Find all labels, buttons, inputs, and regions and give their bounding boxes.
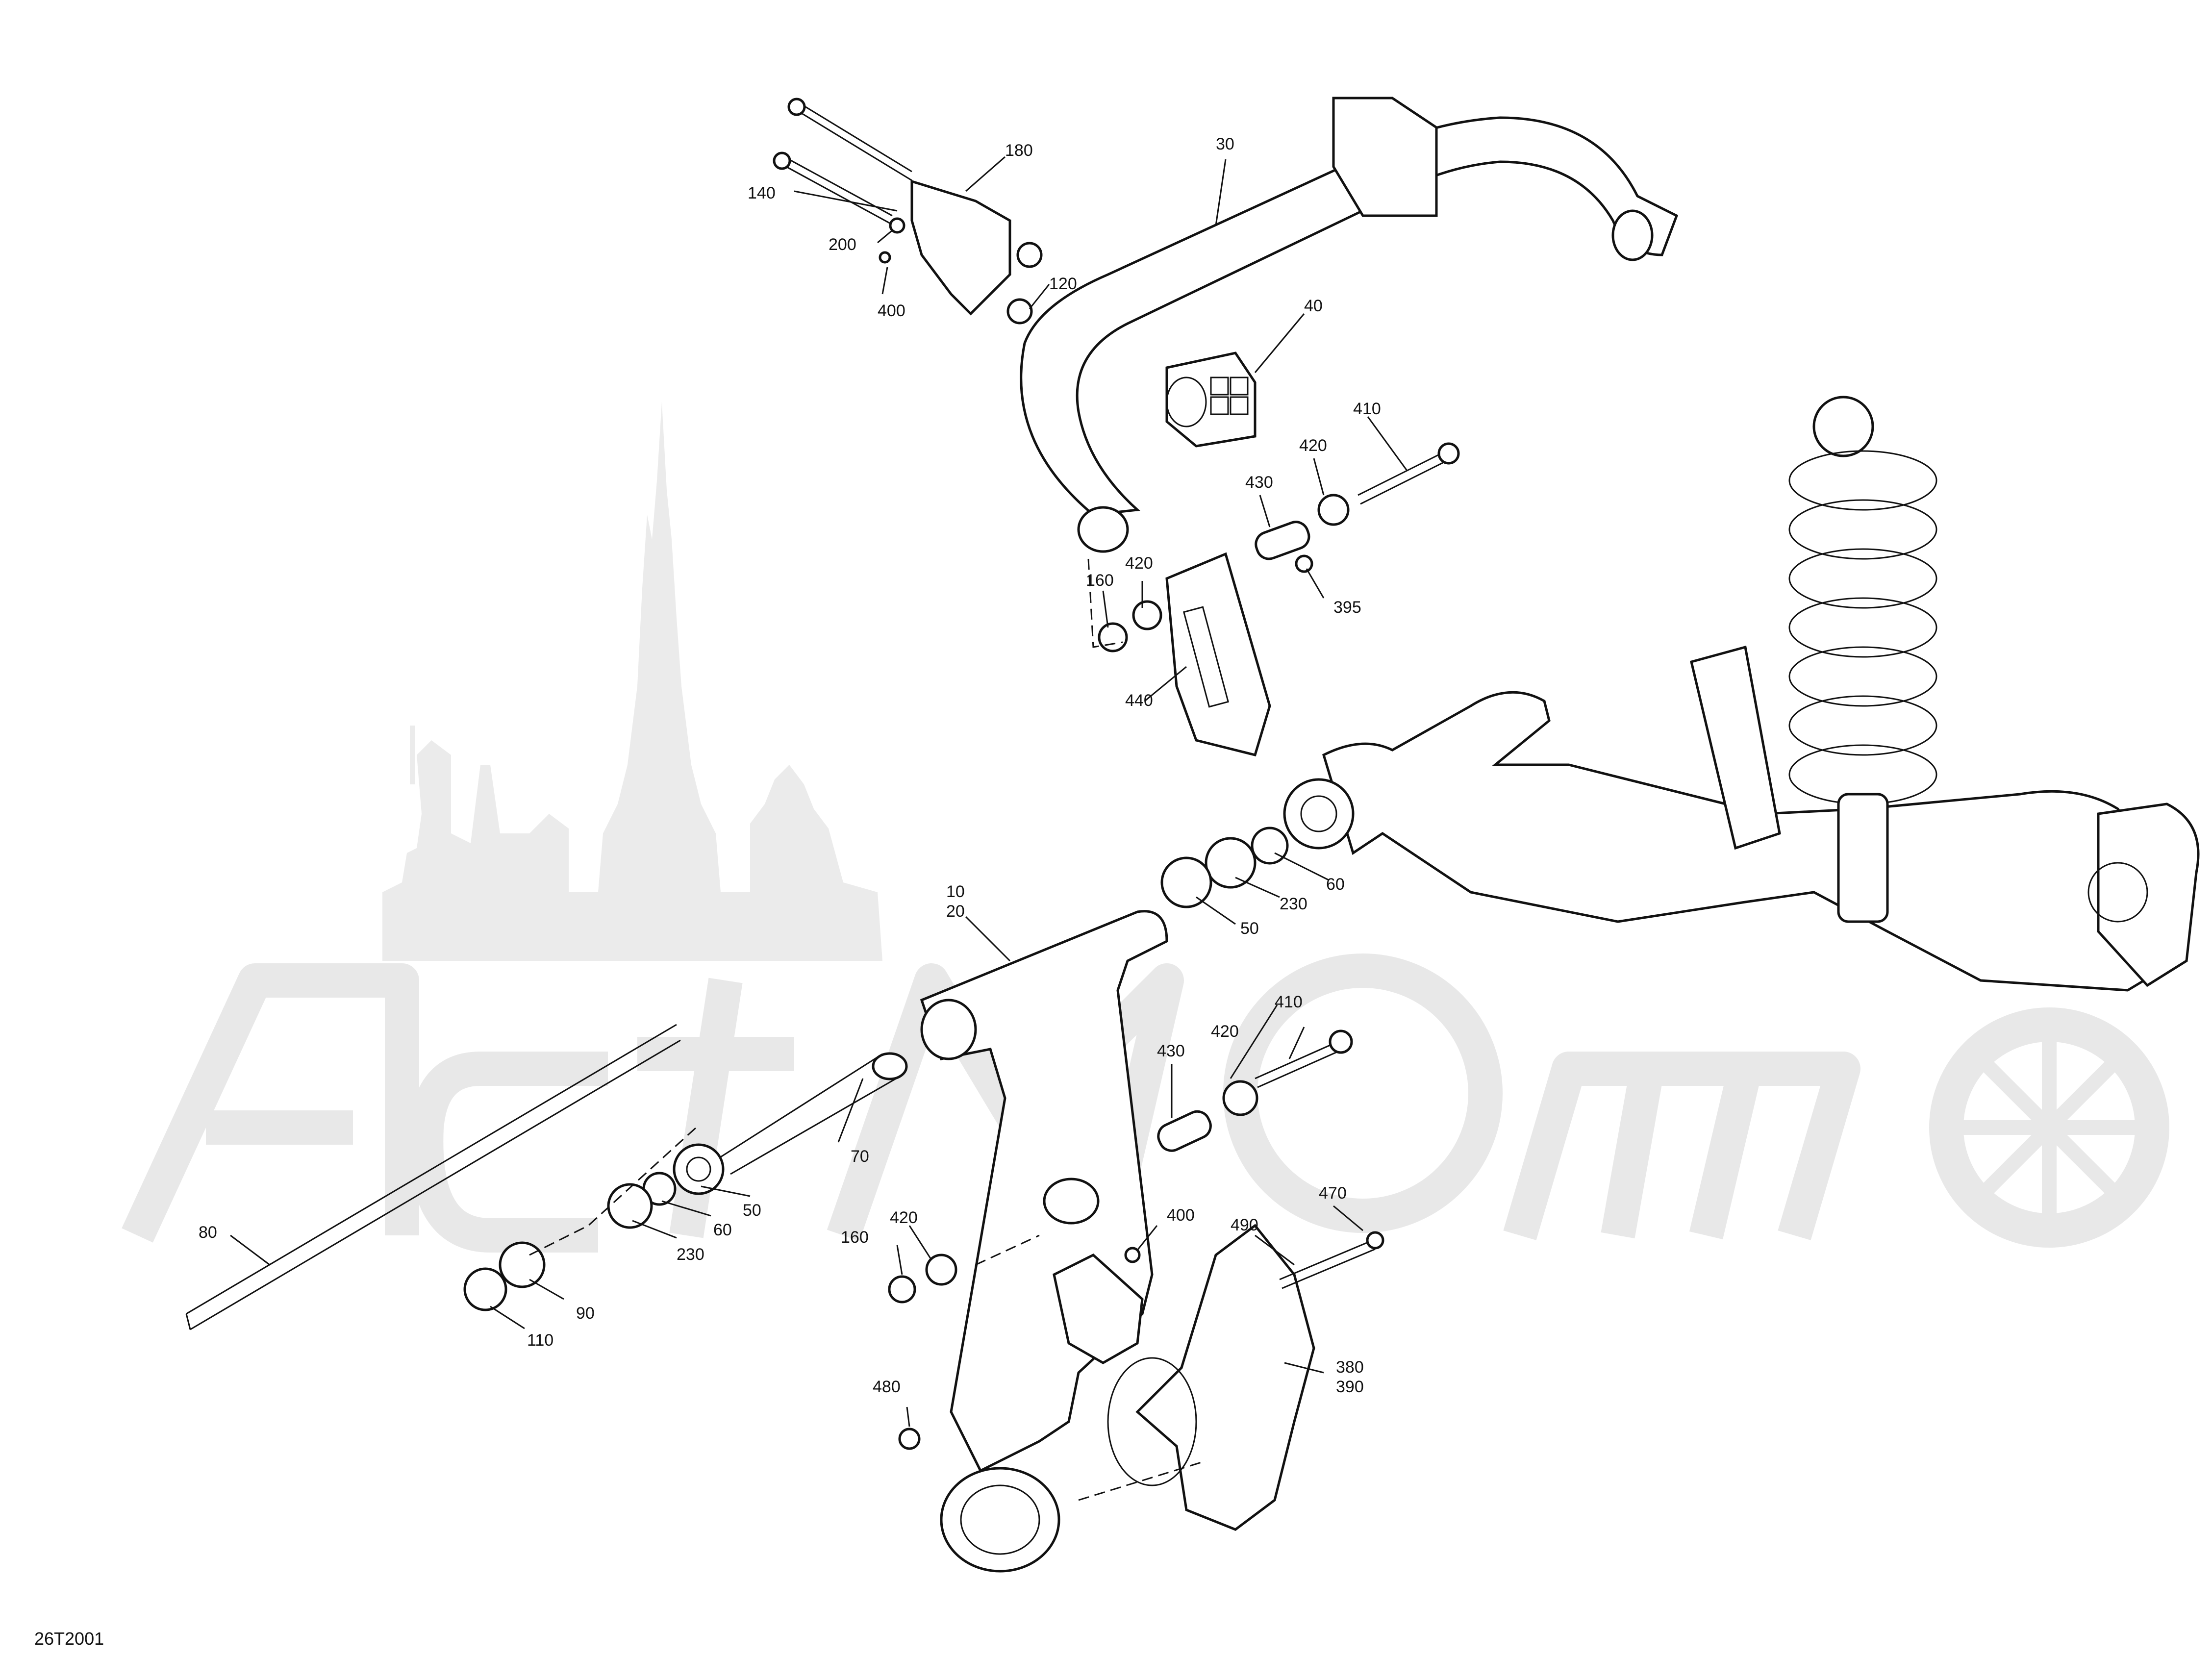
callout-160-top: 160	[1086, 571, 1114, 590]
callout-230-upper: 230	[1280, 895, 1307, 913]
callout-480: 480	[873, 1378, 901, 1396]
lower-arm-pivot-tube	[920, 999, 977, 1060]
washer-420-lower-right	[1222, 1080, 1258, 1116]
nut-120-lower	[1006, 298, 1033, 325]
callout-30: 30	[1216, 135, 1234, 153]
lower-arm-bushing-front	[940, 1467, 1060, 1573]
logo-letter-A	[122, 963, 419, 1243]
bearing-50-lower	[673, 1143, 725, 1195]
spacer-70	[872, 1052, 908, 1080]
callout-230-lower: 230	[677, 1245, 704, 1264]
leader-lines	[230, 156, 1408, 1427]
pivot-shaft-assembly	[185, 1024, 1384, 1501]
callout-70: 70	[851, 1147, 869, 1166]
link-plate-upper	[1690, 645, 1781, 850]
callout-labels: 180 140 200 400 120 30 40 410 420 430 39…	[199, 135, 1381, 1396]
callout-490: 490	[1231, 1216, 1258, 1234]
callout-50-lower: 50	[743, 1201, 761, 1220]
skid-plate	[1107, 1224, 1315, 1531]
callout-430-top: 430	[1245, 473, 1273, 492]
nut-120-upper	[1016, 242, 1043, 268]
nut-480	[898, 1428, 921, 1450]
upper-a-arm-assembly	[1160, 396, 2200, 992]
wheel-watermark-right	[1929, 1007, 2169, 1248]
callout-80: 80	[199, 1223, 217, 1242]
logo-letter-m	[1503, 1052, 1860, 1240]
callout-110: 110	[527, 1331, 553, 1350]
callout-140: 140	[748, 184, 776, 202]
callout-90: 90	[576, 1304, 595, 1323]
callout-160-lower: 160	[841, 1228, 869, 1247]
bushing-40	[1165, 351, 1257, 448]
knuckle	[2097, 803, 2200, 987]
callout-50-upper: 50	[1240, 919, 1259, 938]
sway-bar-tube	[1020, 116, 1679, 516]
washer-420-top-left	[1132, 600, 1162, 630]
logo-letter-c	[409, 1052, 608, 1253]
callout-420-top-right: 420	[1299, 436, 1327, 455]
diagram-code: 26T2001	[34, 1629, 104, 1649]
washer-420-lower-left	[925, 1254, 957, 1286]
sway-bar-end-left	[1077, 506, 1129, 553]
sway-bar-link	[1087, 442, 1460, 757]
callout-400-top: 400	[878, 301, 905, 320]
skid-plate-opening	[1107, 1357, 1197, 1486]
callout-420-top-left: 420	[1125, 554, 1153, 573]
washer-200	[889, 217, 905, 234]
callout-40: 40	[1304, 297, 1323, 315]
lower-arm-sleeve	[1043, 1178, 1100, 1225]
wheel-spokes-watermark	[1951, 1029, 2147, 1226]
flag-pole	[410, 726, 415, 784]
screw-400-lower	[1124, 1247, 1141, 1263]
callout-420-lower-left: 420	[890, 1208, 918, 1227]
bolt-410-lower	[1329, 1029, 1353, 1054]
shock-top-mount	[1812, 396, 1874, 457]
callout-60-lower: 60	[713, 1221, 732, 1239]
seal-230-upper	[1205, 837, 1257, 889]
shock-body	[1837, 793, 1889, 923]
callout-10: 10	[946, 882, 965, 901]
bearing-upper	[1283, 778, 1355, 850]
lower-a-arm-assembly	[920, 910, 1168, 1573]
seal-230-lower	[607, 1183, 653, 1229]
callout-430-lower: 430	[1157, 1042, 1185, 1060]
sway-bar	[1020, 97, 1679, 553]
bearing-50-upper	[1160, 856, 1212, 908]
callout-120: 120	[1049, 275, 1077, 293]
callout-470: 470	[1319, 1184, 1347, 1203]
callout-400-lower: 400	[1167, 1206, 1195, 1225]
callout-440: 440	[1125, 691, 1153, 710]
callout-410-lower: 410	[1275, 993, 1303, 1011]
callout-395: 395	[1333, 598, 1361, 617]
nut-110	[463, 1267, 507, 1311]
bushing-bracket-right	[1332, 97, 1438, 217]
callout-180: 180	[1005, 141, 1033, 160]
screw-395	[1295, 554, 1313, 573]
callout-410-top: 410	[1353, 400, 1381, 418]
callout-60-upper: 60	[1326, 875, 1345, 894]
washer-420-top-right	[1317, 494, 1350, 526]
callout-390: 390	[1336, 1378, 1364, 1396]
callout-200: 200	[829, 235, 856, 254]
screw-400	[879, 251, 891, 264]
spacer-60-upper	[1251, 827, 1289, 865]
spacer-430-lower	[1157, 1110, 1212, 1152]
coil-spring	[1788, 450, 1937, 805]
callout-20: 20	[946, 902, 965, 921]
link-plate-lower	[1053, 1254, 1144, 1364]
sway-bar-end-right	[1611, 209, 1654, 261]
bolt-410-top	[1437, 442, 1460, 465]
callout-380: 380	[1336, 1358, 1364, 1377]
skyline-watermark	[382, 402, 882, 961]
bushing-90	[499, 1241, 546, 1288]
bushing-bracket-180	[773, 98, 1043, 325]
callout-420-lower-right: 420	[1211, 1022, 1239, 1041]
spacer-430-top	[1255, 521, 1310, 560]
nut-160-lower	[888, 1275, 916, 1304]
bolt-470	[1366, 1231, 1384, 1250]
nut-160-top	[1098, 622, 1128, 652]
